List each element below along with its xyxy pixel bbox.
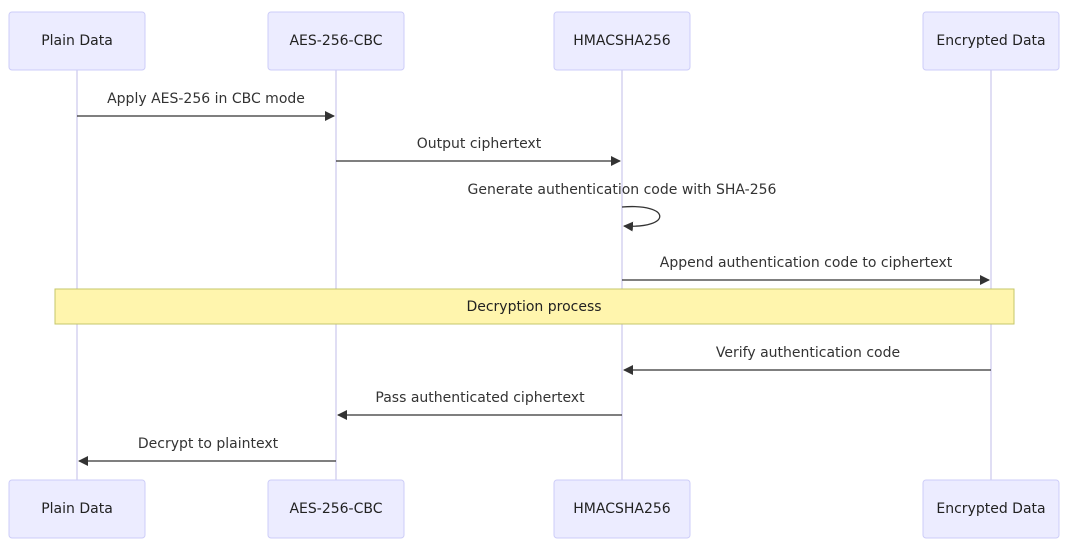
- message-append-auth-code: Append authentication code to ciphertext: [622, 255, 990, 285]
- actor-bottom-hmacsha256: HMACSHA256: [553, 479, 691, 539]
- message-label: Pass authenticated ciphertext: [375, 390, 585, 406]
- message-label: Apply AES-256 in CBC mode: [107, 91, 305, 107]
- message-pass-authenticated-ciphertext: Pass authenticated ciphertext: [337, 390, 622, 420]
- actor-top-hmacsha256: HMACSHA256: [553, 11, 691, 71]
- note-decryption-process: Decryption process: [54, 288, 1015, 325]
- message-generate-auth-code: Generate authentication code with SHA-25…: [468, 182, 777, 232]
- actor-label: HMACSHA256: [573, 33, 671, 49]
- actor-label: HMACSHA256: [573, 501, 671, 517]
- actor-bottom-plain-data: Plain Data: [8, 479, 146, 539]
- actor-label: Plain Data: [41, 501, 113, 517]
- message-self-loop-arrow: [621, 205, 661, 232]
- actor-label: Plain Data: [41, 33, 113, 49]
- actor-bottom-encrypted-data: Encrypted Data: [922, 479, 1060, 539]
- note-label: Decryption process: [466, 299, 601, 315]
- actor-label: Encrypted Data: [936, 501, 1045, 517]
- message-verify-auth-code: Verify authentication code: [623, 345, 991, 375]
- actor-top-encrypted-data: Encrypted Data: [922, 11, 1060, 71]
- message-decrypt-to-plaintext: Decrypt to plaintext: [78, 436, 336, 466]
- actor-label: AES-256-CBC: [289, 33, 382, 49]
- actor-bottom-aes-256-cbc: AES-256-CBC: [267, 479, 405, 539]
- message-label: Append authentication code to ciphertext: [660, 255, 953, 271]
- message-label: Output ciphertext: [417, 136, 542, 152]
- message-label: Decrypt to plaintext: [138, 436, 279, 452]
- message-apply-aes: Apply AES-256 in CBC mode: [77, 91, 335, 121]
- message-label: Generate authentication code with SHA-25…: [468, 182, 777, 198]
- actor-label: Encrypted Data: [936, 33, 1045, 49]
- actor-label: AES-256-CBC: [289, 501, 382, 517]
- message-label: Verify authentication code: [716, 345, 900, 361]
- actor-top-aes-256-cbc: AES-256-CBC: [267, 11, 405, 71]
- actor-top-plain-data: Plain Data: [8, 11, 146, 71]
- message-output-ciphertext: Output ciphertext: [336, 136, 621, 166]
